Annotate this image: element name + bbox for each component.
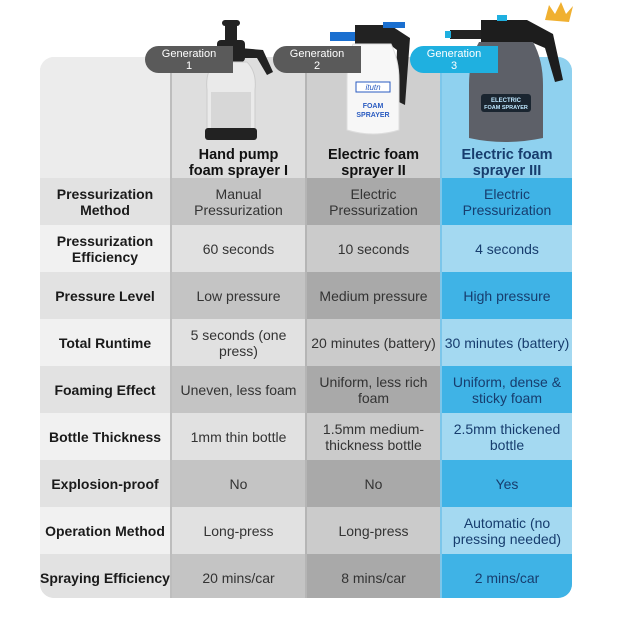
- table-cell: 5 seconds (one press): [172, 319, 305, 366]
- table-cell: 20 minutes (battery): [307, 319, 440, 366]
- row-label: Explosion-proof: [40, 460, 170, 507]
- row-label: Spraying Efficiency: [40, 554, 170, 598]
- table-cell: Long-press: [172, 507, 305, 554]
- table-cell: 8 mins/car: [307, 554, 440, 598]
- row-label: Bottle Thickness: [40, 413, 170, 460]
- table-cell: 2 mins/car: [442, 554, 572, 598]
- table-cell: 1mm thin bottle: [172, 413, 305, 460]
- row-label: Pressurization Efficiency: [40, 225, 170, 272]
- bottle-brand-logo: itutn: [365, 83, 381, 92]
- table-cell: Electric Pressurization: [442, 178, 572, 225]
- svg-text:FOAM SPRAYER: FOAM SPRAYER: [484, 105, 528, 111]
- table-cell: Uniform, less rich foam: [307, 366, 440, 413]
- table-cell: 2.5mm thickened bottle: [442, 413, 572, 460]
- row-label: Foaming Effect: [40, 366, 170, 413]
- table-cell: Low pressure: [172, 272, 305, 319]
- row-label: Operation Method: [40, 507, 170, 554]
- table-cell: Yes: [442, 460, 572, 507]
- svg-text:ELECTRIC: ELECTRIC: [491, 98, 522, 104]
- table-cell: No: [172, 460, 305, 507]
- table-cell: 60 seconds: [172, 225, 305, 272]
- table-cell: Uneven, less foam: [172, 366, 305, 413]
- electric-sprayer-3-image: ELECTRIC FOAM SPRAYER: [445, 2, 573, 142]
- table-cell: 1.5mm medium-thickness bottle: [307, 413, 440, 460]
- row-label: Pressurization Method: [40, 178, 170, 225]
- table-cell: Automatic (no pressing needed): [442, 507, 572, 554]
- table-cell: High pressure: [442, 272, 572, 319]
- table-cell: Manual Pressurization: [172, 178, 305, 225]
- crown-icon: [545, 2, 573, 22]
- table-cell: 4 seconds: [442, 225, 572, 272]
- svg-text:SPRAYER: SPRAYER: [356, 112, 389, 119]
- table-cell: Long-press: [307, 507, 440, 554]
- svg-text:FOAM: FOAM: [363, 103, 384, 110]
- row-label: Pressure Level: [40, 272, 170, 319]
- table-cell: Uniform, dense & sticky foam: [442, 366, 572, 413]
- table-cell: 10 seconds: [307, 225, 440, 272]
- table-cell: 20 mins/car: [172, 554, 305, 598]
- table-cell: No: [307, 460, 440, 507]
- table-cell: Medium pressure: [307, 272, 440, 319]
- row-label: Total Runtime: [40, 319, 170, 366]
- table-cell: Electric Pressurization: [307, 178, 440, 225]
- table-cell: 30 minutes (battery): [442, 319, 572, 366]
